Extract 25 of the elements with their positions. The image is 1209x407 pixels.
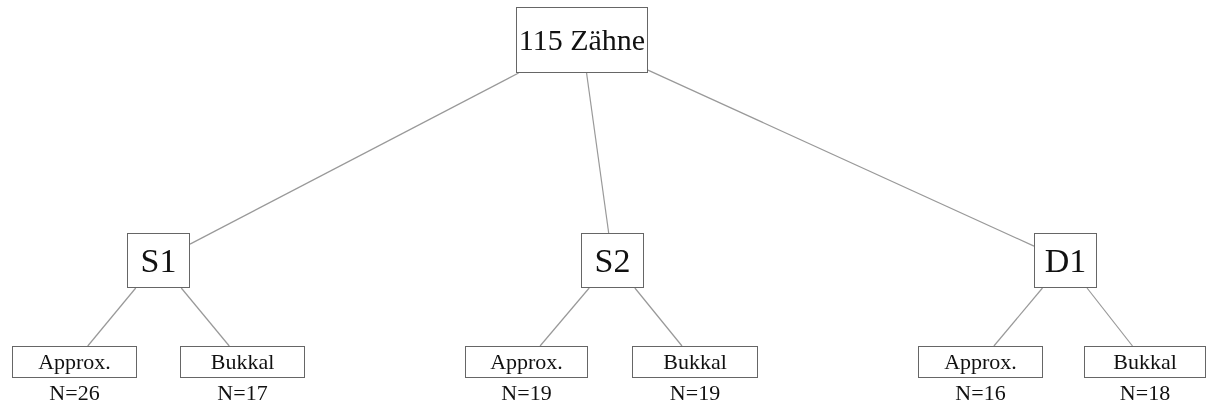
category-box: Bukkal xyxy=(180,346,305,378)
connector-line xyxy=(1086,287,1134,347)
category-box: Approx. xyxy=(918,346,1043,378)
connector-line xyxy=(180,287,230,347)
count-label: N=19 xyxy=(668,381,722,405)
connector-line xyxy=(993,287,1044,347)
category-box: Approx. xyxy=(465,346,588,378)
group-box: S2 xyxy=(581,233,644,288)
group-box: D1 xyxy=(1034,233,1097,288)
category-box: Bukkal xyxy=(632,346,758,378)
connector-line xyxy=(87,287,137,347)
count-label: N=18 xyxy=(1118,381,1172,405)
count-label: N=16 xyxy=(954,381,1007,405)
count-label: N=26 xyxy=(48,381,101,405)
root-box: 115 Zähne xyxy=(516,7,648,73)
connector-line xyxy=(189,72,520,245)
connector-line xyxy=(585,72,610,234)
category-box: Approx. xyxy=(12,346,137,378)
connector-line xyxy=(634,287,683,347)
group-box: S1 xyxy=(127,233,190,288)
count-label: N=19 xyxy=(500,381,553,405)
count-label: N=17 xyxy=(216,381,269,405)
connector-line xyxy=(647,69,1035,247)
connector-line xyxy=(539,287,590,347)
category-box: Bukkal xyxy=(1084,346,1206,378)
